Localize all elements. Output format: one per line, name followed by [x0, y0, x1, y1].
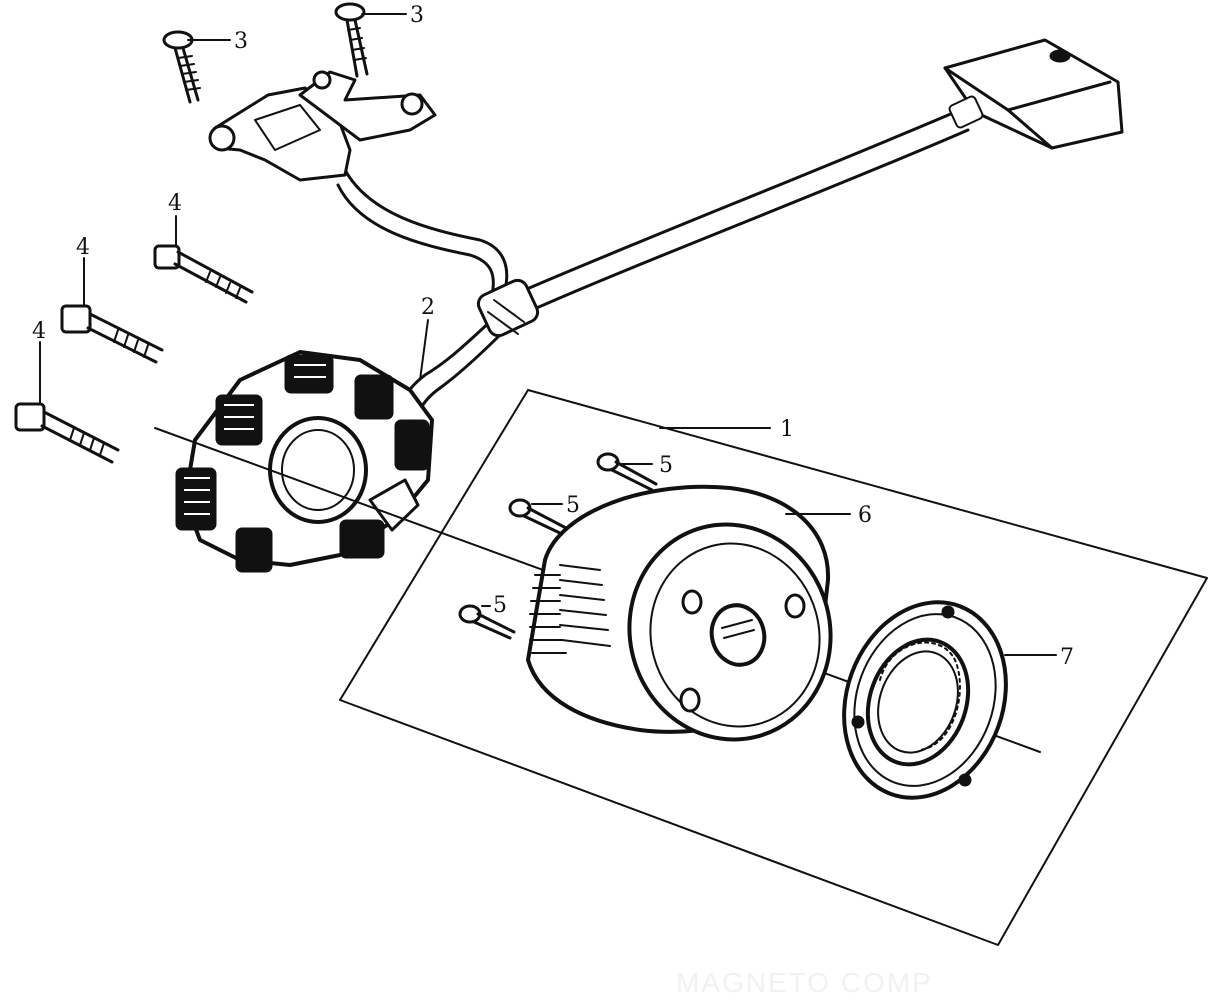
watermark-text: MAGNETO COMP	[676, 967, 933, 998]
callout-part-5-bottom: 5	[493, 593, 507, 618]
leader-lines	[39, 13, 1057, 656]
bolt-part-4-upper	[153, 244, 254, 304]
callout-part-4-upper: 4	[168, 191, 182, 216]
screw-part-5-top	[596, 452, 658, 492]
screw-part-3-left	[162, 30, 201, 104]
bolt-part-4-lower	[14, 402, 120, 464]
callout-part-5-middle: 5	[566, 493, 580, 518]
callout-part-1: 1	[780, 417, 794, 442]
callout-part-2: 2	[421, 295, 435, 320]
flywheel-rotor	[526, 484, 833, 742]
assembly-frame-part-1	[339, 389, 1208, 946]
callout-part-6: 6	[858, 503, 872, 528]
callout-part-4-lower: 4	[32, 319, 46, 344]
callout-part-5-top: 5	[659, 453, 673, 478]
screw-part-5-middle	[508, 498, 568, 536]
pickup-coil-bracket	[208, 70, 437, 182]
screw-part-3-right	[334, 2, 369, 78]
callout-part-4-middle: 4	[76, 235, 90, 260]
callout-part-7: 7	[1060, 645, 1074, 670]
wiring-harness	[336, 38, 1124, 434]
bolt-part-4-middle	[60, 304, 164, 364]
callout-part-3-right: 3	[410, 3, 424, 28]
starter-clutch	[842, 600, 1008, 800]
screw-part-5-bottom	[458, 604, 516, 640]
stator-assembly	[175, 350, 434, 573]
callout-part-3-left: 3	[234, 29, 248, 54]
